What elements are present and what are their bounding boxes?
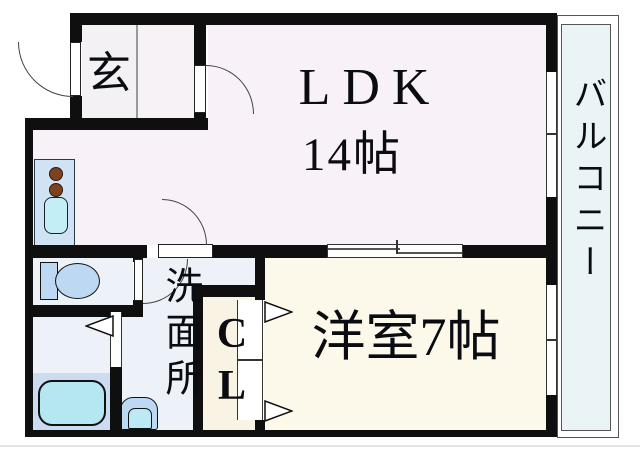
washroom-door-leaf (158, 244, 213, 258)
wall-entrance-left-upper (70, 25, 82, 42)
ldk-size-label: 14帖 (302, 129, 402, 181)
wall-right-upper (546, 13, 557, 72)
western-room-floor (264, 258, 546, 430)
sliding-door-rail-left (328, 248, 400, 250)
closet-door-tick (237, 359, 263, 361)
kitchen-sink-icon (44, 197, 68, 234)
wall-closet-left (193, 295, 203, 430)
wall-ldk-bottom-right (463, 245, 557, 258)
wall-bottom (25, 430, 557, 437)
closet-door-swing-triangle-icon (264, 400, 293, 422)
wall-right-lower (546, 395, 557, 437)
closet-label: CL (209, 311, 255, 415)
wall-top (70, 13, 557, 25)
stove-burner-icon (49, 167, 63, 181)
western-window-tick (546, 339, 557, 341)
washbasin-bowl-icon (128, 408, 152, 429)
wall-western-left-upper (255, 258, 265, 300)
balcony-label: バルコニー (568, 76, 605, 286)
entrance-label: 玄 (87, 49, 131, 98)
bathtub-icon (38, 380, 106, 426)
wall-toilet-right-lower (133, 300, 143, 317)
wall-western-left-lower (255, 420, 265, 437)
western-room-label: 洋室7帖 (311, 307, 501, 367)
ldk-floor (208, 25, 546, 245)
ground-line (0, 445, 640, 447)
stove-burner-icon (49, 183, 63, 197)
entrance-floor (82, 25, 136, 118)
wall-entrance-right-upper (194, 25, 206, 65)
toilet-door-leaf (134, 259, 143, 301)
sliding-door-rail-right (397, 252, 462, 254)
wall-right-mid (546, 197, 557, 285)
sliding-door-tick (396, 240, 398, 254)
wall-bath-right (110, 367, 122, 430)
balcony-inner (561, 24, 611, 431)
ldk-label: LDK (298, 59, 442, 116)
ldk-western-sliding-door (327, 244, 463, 258)
wall-entrance-right-lower (194, 113, 206, 130)
wall-ldk-bottom-left (25, 245, 147, 258)
entrance-hall-floor (136, 25, 194, 118)
wall-entrance-bottom (25, 118, 208, 130)
wall-outer-left (25, 118, 33, 437)
entrance-door-arc-icon (18, 42, 73, 97)
ldk-window-tick (546, 133, 557, 135)
toilet-bowl-icon (55, 263, 100, 299)
washroom-label: 洗面所 (159, 266, 201, 404)
wall-closet-top (193, 285, 265, 297)
wall-ldk-bottom-mid (213, 245, 327, 258)
entrance-divider (136, 25, 138, 118)
closet-door-swing-triangle-icon (264, 301, 293, 323)
bath-door-swing-triangle-icon (85, 315, 114, 337)
ldk-entry-door-leaf (194, 65, 206, 113)
wall-toilet-bath (25, 305, 133, 317)
